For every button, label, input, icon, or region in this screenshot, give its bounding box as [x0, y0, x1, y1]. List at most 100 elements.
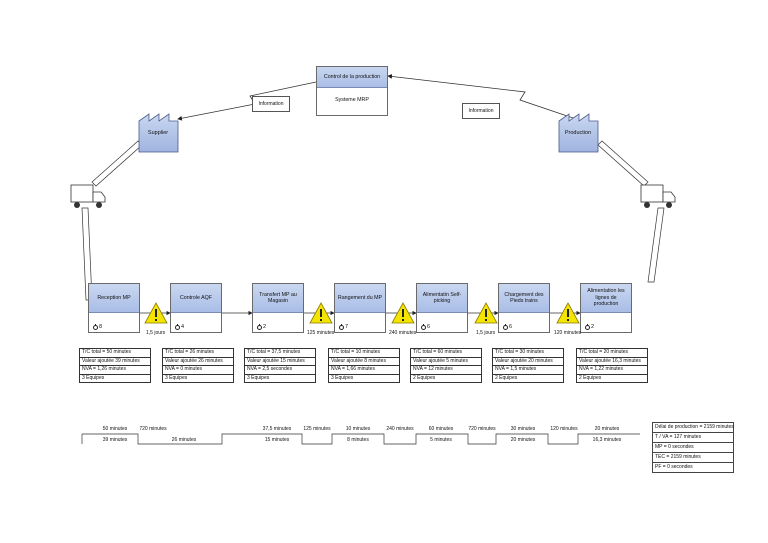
supplier-label: Supplier	[147, 130, 169, 136]
process-box-chargement: Chargement des Pieds trains 6	[498, 283, 550, 333]
timeline-top-label: 20 minutes	[594, 426, 620, 432]
process-box-alimentation-self-picking: Alimentatin Self-picking 6	[416, 283, 468, 333]
data-row: 2 Equipes	[413, 374, 436, 381]
data-row: Valeur ajoutée 39 minutes	[80, 358, 150, 366]
process-box-rangement: Rangement du MP 7	[334, 283, 386, 333]
operator-value: 2	[591, 324, 595, 330]
timeline-line	[82, 433, 640, 445]
process-title: Alimentation les lignes de production	[581, 284, 631, 313]
timeline-top-label: 125 minutes	[303, 426, 331, 432]
supplier-factory-icon	[138, 113, 179, 153]
operator-icon	[93, 323, 98, 330]
inventory-warning-icon	[391, 302, 415, 324]
info-flow-to-supplier	[177, 81, 317, 121]
inventory-label: 240 minutes	[389, 330, 417, 336]
process-title: Chargement des Pieds trains	[499, 284, 549, 313]
operator-value: 4	[181, 324, 185, 330]
data-row: NVA = 12 minutes	[411, 366, 481, 375]
shipment-arrow-production	[597, 140, 649, 187]
data-row: 3 Equipes	[82, 374, 105, 381]
process-box-alimentation-lignes: Alimentation les lignes de production 2	[580, 283, 632, 333]
operator-value: 6	[509, 324, 513, 330]
data-box-controle: T/C total = 26 minutes Valeur ajoutée 26…	[162, 348, 234, 383]
summary-row: T / VA = 127 minutes	[653, 433, 733, 443]
data-row: NVA = 1,66 minutes	[329, 366, 399, 375]
timeline-top-label: 60 minutes	[428, 426, 454, 432]
data-row: 3 Equipes	[165, 374, 188, 381]
inventory-label: 120 minutes	[554, 330, 582, 336]
data-row: T/C total = 10 minutes	[329, 349, 399, 358]
production-control-title: Control de la production	[317, 67, 387, 88]
data-row: NVA = 1,22 minutes	[577, 366, 647, 375]
timeline-bottom-label: 26 minutes	[171, 437, 197, 443]
operator-icon	[585, 323, 590, 330]
information-note-left: Information	[252, 96, 290, 112]
info-flow-from-production	[387, 74, 577, 120]
operator-value: 8	[99, 324, 103, 330]
operator-icon	[503, 323, 508, 330]
operator-count: 8	[93, 323, 103, 330]
mrp-system-label: Systeme MRP	[335, 97, 369, 103]
data-box-reception: T/C total = 50 minutes Valeur ajoutée 39…	[79, 348, 151, 383]
process-title: Transfert MP au Magasin	[253, 284, 303, 313]
summary-row: PF = 0 secondes	[655, 464, 693, 470]
timeline-bottom-label: 39 minutes	[102, 437, 128, 443]
data-box-chargement: T/C total = 30 minutes Valeur ajoutée 20…	[492, 348, 564, 383]
data-row: NVA = 1,5 minutes	[493, 366, 563, 375]
data-row: T/C total = 60 minutes	[411, 349, 481, 358]
truck-icon-supplier	[70, 184, 106, 208]
timeline-top-label: 37,5 minutes	[262, 426, 292, 432]
operator-count: 6	[503, 323, 513, 330]
data-row: NVA = 0 minutes	[163, 366, 233, 375]
summary-row: Délai de production = 2159 minutes	[653, 423, 734, 433]
data-row: T/C total = 50 minutes	[80, 349, 150, 358]
data-box-alimentation-lignes: T/C total = 20 minutes Valeur ajoutée 16…	[576, 348, 648, 383]
data-row: T/C total = 26 minutes	[163, 349, 233, 358]
inventory-label: 125 minutes	[307, 330, 335, 336]
data-row: 2 Equipes	[579, 374, 602, 381]
data-row: Valeur ajoutée 26 minutes	[163, 358, 233, 366]
shipment-arrow-supplier	[91, 140, 143, 187]
data-row: T/C total = 20 minutes	[577, 349, 647, 358]
inventory-warning-icon	[309, 302, 333, 324]
timeline-bottom-label: 8 minutes	[347, 437, 369, 443]
summary-row: TEC = 2159 minutes	[653, 453, 733, 463]
process-title: Rangement du MP	[335, 284, 385, 313]
data-box-rangement: T/C total = 10 minutes Valeur ajoutée 8 …	[328, 348, 400, 383]
data-row: 3 Equipes	[331, 374, 354, 381]
timeline-bottom-label: 15 minutes	[264, 437, 290, 443]
timeline-top-label: 120 minutes	[550, 426, 578, 432]
operator-count: 6	[421, 323, 431, 330]
data-box-transfert: T/C total = 37,5 minutes Valeur ajoutée …	[244, 348, 316, 383]
operator-count: 4	[175, 323, 185, 330]
data-row: NVA = 1,26 minutes	[80, 366, 150, 375]
data-row: Valeur ajoutée 15 minutes	[245, 358, 315, 366]
timeline-bottom-label: 16,3 minutes	[592, 437, 622, 443]
data-row: 2 Equipes	[495, 374, 518, 381]
data-row: Valeur ajoutée 5 minutes	[411, 358, 481, 366]
data-row: 3 Equipes	[247, 374, 270, 381]
operator-count: 2	[257, 323, 266, 330]
data-row: Valeur ajoutée 20 minutes	[493, 358, 563, 366]
data-row: T/C total = 30 minutes	[493, 349, 563, 358]
timeline-top-label: 50 minutes	[102, 426, 128, 432]
production-control-box: Control de la production Systeme MRP	[316, 66, 388, 116]
information-note-right: Information	[462, 103, 500, 119]
operator-value: 6	[427, 324, 431, 330]
inventory-warning-icon	[474, 302, 498, 324]
process-box-reception: Reception MP 8	[88, 283, 140, 333]
timeline-top-label: 30 minutes	[510, 426, 536, 432]
shipment-arrow-from-lines	[647, 207, 665, 283]
process-title: Reception MP	[89, 284, 139, 313]
data-row: NVA = 2,5 secondes	[245, 366, 315, 375]
operator-icon	[421, 323, 426, 330]
production-label: Production	[564, 130, 592, 136]
operator-count: 7	[339, 323, 348, 330]
timeline-bottom-label: 20 minutes	[510, 437, 536, 443]
timeline-top-label: 720 minutes	[468, 426, 496, 432]
inventory-warning-icon	[556, 302, 580, 324]
process-box-transfert: Transfert MP au Magasin 2	[252, 283, 304, 333]
data-row: Valeur ajoutée 16,3 minutes	[577, 358, 647, 366]
timeline-top-label: 240 minutes	[386, 426, 414, 432]
production-factory-icon	[558, 113, 599, 153]
